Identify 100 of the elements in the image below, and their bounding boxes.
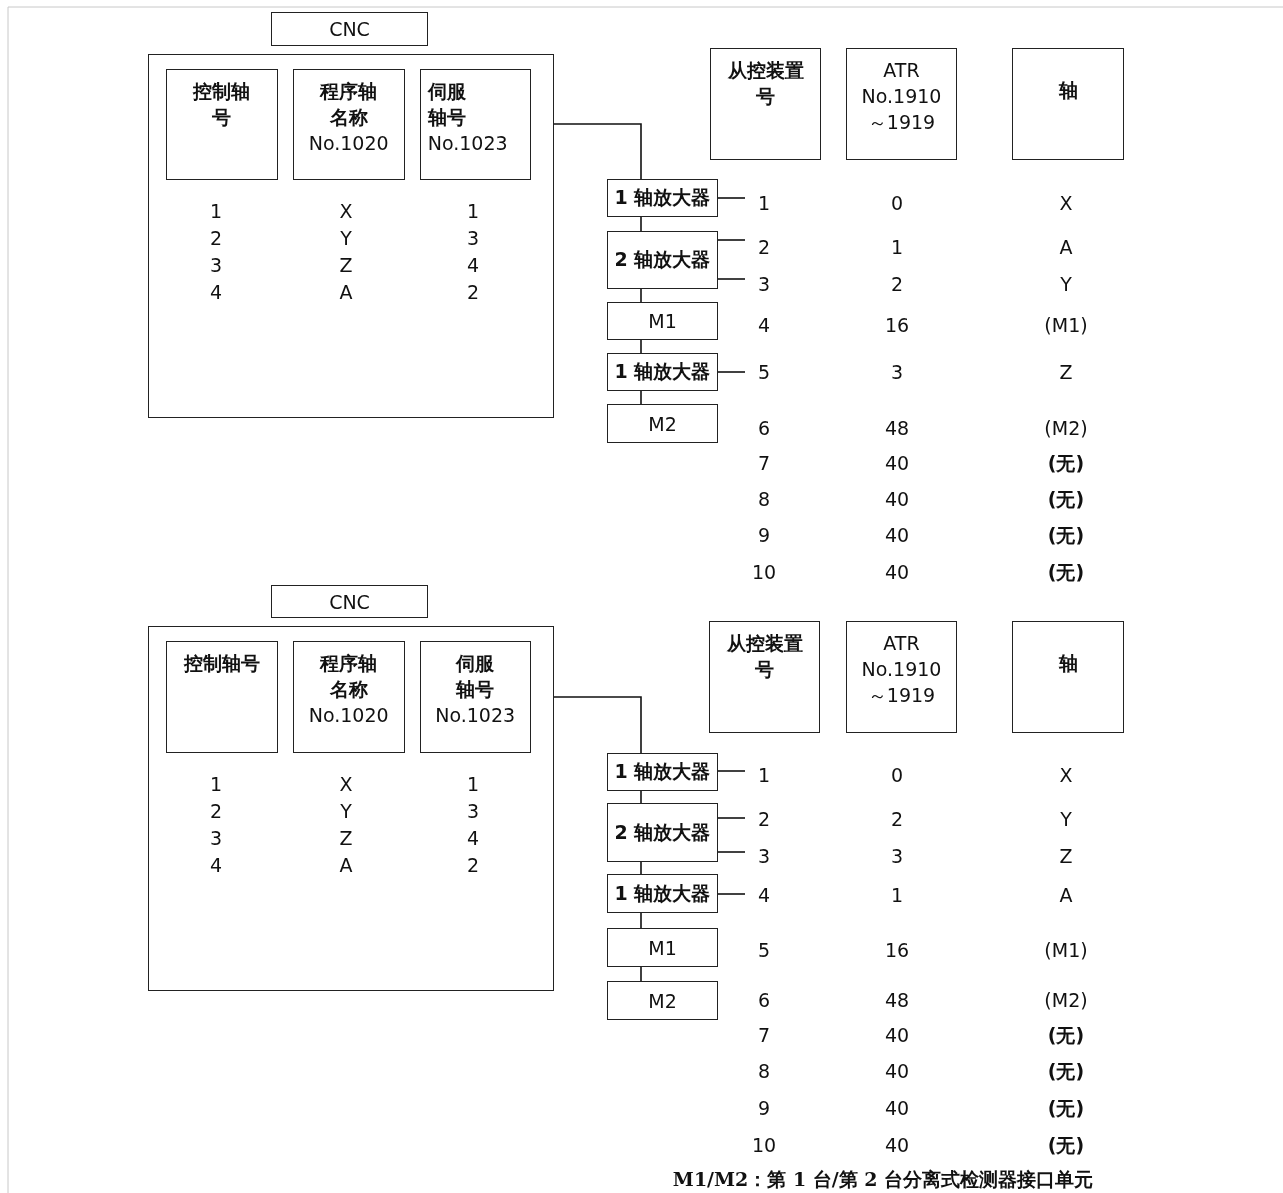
leader-line: [717, 770, 746, 772]
amplifier-label: M2: [648, 989, 677, 1012]
table-value: 40: [884, 452, 910, 474]
leader-line: [717, 197, 746, 199]
header-box: [292, 68, 405, 180]
table-value: Z: [1059, 361, 1073, 383]
table-value: 2: [890, 273, 904, 295]
table-value: Y: [340, 800, 352, 822]
table-value: 2: [209, 227, 223, 249]
table-value: 48: [884, 417, 910, 439]
header-label: No.1023: [434, 702, 517, 728]
table-value: 3: [757, 273, 771, 295]
leader-line: [717, 371, 746, 373]
table-value: 1: [209, 773, 223, 795]
connector-line: [640, 339, 642, 354]
table-value: 2: [890, 808, 904, 830]
table-value: X: [339, 773, 353, 795]
amplifier-box: [607, 803, 718, 862]
table-value: (M1): [1044, 314, 1088, 336]
table-value: 7: [757, 1024, 771, 1046]
table-value: X: [339, 200, 353, 222]
table-value: A: [339, 854, 353, 876]
header-label: 控制轴号: [191, 78, 252, 130]
table-value: 16: [884, 939, 910, 961]
table-value: 9: [757, 1097, 771, 1119]
table-value: 40: [884, 1134, 910, 1156]
table-value: 1: [890, 236, 904, 258]
table-value: 4: [757, 884, 771, 906]
table-value: 40: [884, 1097, 910, 1119]
header-label: ATR No.1910 ～1919: [860, 58, 943, 135]
table-value: (M2): [1044, 417, 1088, 439]
amplifier-box: [607, 231, 718, 289]
leader-line: [717, 817, 746, 819]
amplifier-label: 2 轴放大器: [614, 247, 711, 272]
table-value: X: [1059, 764, 1073, 786]
header-box: [710, 48, 821, 160]
table-value: 16: [884, 314, 910, 336]
table-value: 3: [466, 227, 480, 249]
table-value: 40: [884, 1024, 910, 1046]
amplifier-box: [607, 302, 718, 340]
cnc-panel: [148, 54, 554, 418]
table-value: 10: [751, 561, 777, 583]
table-value: 3: [890, 361, 904, 383]
table-value: Y: [1060, 273, 1072, 295]
table-value: 2: [466, 281, 480, 303]
amplifier-label: 1 轴放大器: [614, 185, 711, 210]
header-label: ATR No.1910 ～1919: [860, 631, 943, 708]
table-value: (无): [1047, 1097, 1085, 1119]
table-value: 1: [890, 884, 904, 906]
amplifier-label: M1: [648, 936, 677, 959]
table-value: 40: [884, 1060, 910, 1082]
amplifier-label: 1 轴放大器: [614, 759, 711, 784]
table-value: 7: [757, 452, 771, 474]
header-label: 程序轴名称: [318, 78, 379, 130]
table-value: 1: [209, 200, 223, 222]
table-value: 3: [890, 845, 904, 867]
table-value: 8: [757, 1060, 771, 1082]
table-value: 5: [757, 939, 771, 961]
header-label: 程序轴名称: [318, 650, 379, 702]
table-value: 10: [751, 1134, 777, 1156]
amplifier-box: [607, 928, 718, 967]
table-value: 40: [884, 488, 910, 510]
table-value: A: [1059, 884, 1073, 906]
table-value: 8: [757, 488, 771, 510]
connector-line: [553, 123, 642, 180]
table-value: 6: [757, 989, 771, 1011]
table-value: 2: [757, 808, 771, 830]
table-value: 40: [884, 561, 910, 583]
cnc-box: [271, 585, 428, 618]
header-box: [846, 48, 957, 160]
header-label: 从控装置号: [726, 58, 805, 109]
table-value: (无): [1047, 561, 1085, 583]
header-label: 轴: [1057, 651, 1079, 676]
amplifier-box: [607, 874, 718, 913]
amplifier-label: 1 轴放大器: [614, 880, 711, 906]
cnc-label: CNC: [329, 18, 370, 40]
table-value: 1: [466, 773, 480, 795]
header-label: No.1020: [307, 702, 390, 728]
amplifier-box: [607, 404, 718, 443]
header-label: 从控装置号: [725, 631, 804, 682]
table-value: A: [1059, 236, 1073, 258]
header-label: 伺服轴号: [455, 650, 496, 702]
amplifier-label: 2 轴放大器: [614, 819, 711, 845]
table-value: Z: [339, 254, 353, 276]
table-value: (无): [1047, 1134, 1085, 1156]
table-value: 6: [757, 417, 771, 439]
cnc-box: [271, 12, 428, 46]
table-value: (无): [1047, 452, 1085, 474]
table-value: 0: [890, 764, 904, 786]
header-box: [1012, 621, 1124, 733]
table-value: 0: [890, 192, 904, 214]
table-value: 5: [757, 361, 771, 383]
table-value: (M1): [1044, 939, 1088, 961]
header-box: [1012, 48, 1124, 160]
header-box: [419, 640, 531, 753]
leader-line: [717, 239, 746, 241]
amplifier-box: [607, 353, 718, 391]
table-value: A: [339, 281, 353, 303]
table-value: 4: [209, 281, 223, 303]
table-value: (无): [1047, 1060, 1085, 1082]
